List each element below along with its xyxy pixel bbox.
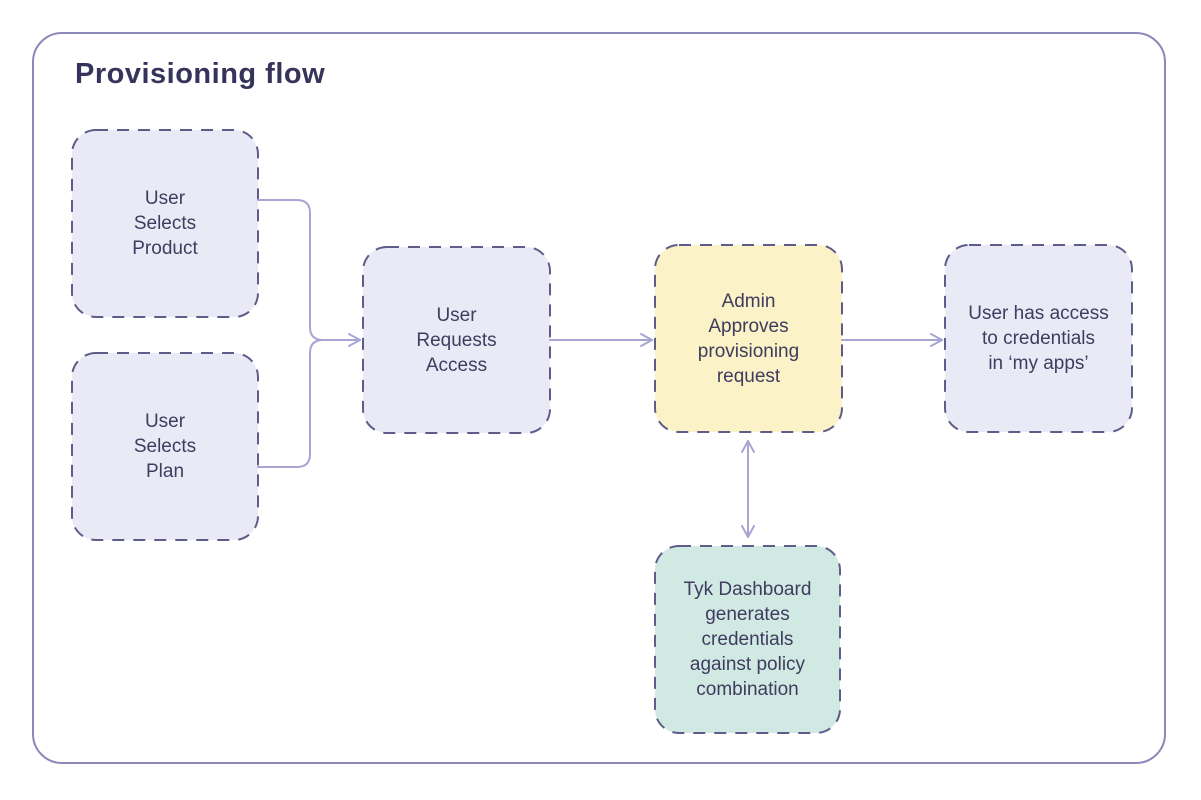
diagram-title: Provisioning flow	[75, 58, 326, 90]
node-user-selects-product-shape	[71, 129, 259, 318]
node-user-has-access-shape	[944, 244, 1133, 433]
node-tyk-dashboard-shape	[654, 545, 841, 734]
connector-product-to-junction	[257, 199, 324, 341]
node-admin-approves-shape	[654, 244, 843, 433]
diagram-frame	[32, 32, 1166, 764]
node-user-requests-access-shape	[362, 246, 551, 434]
connector-plan-to-junction	[257, 339, 324, 468]
node-user-selects-plan-shape	[71, 352, 259, 541]
